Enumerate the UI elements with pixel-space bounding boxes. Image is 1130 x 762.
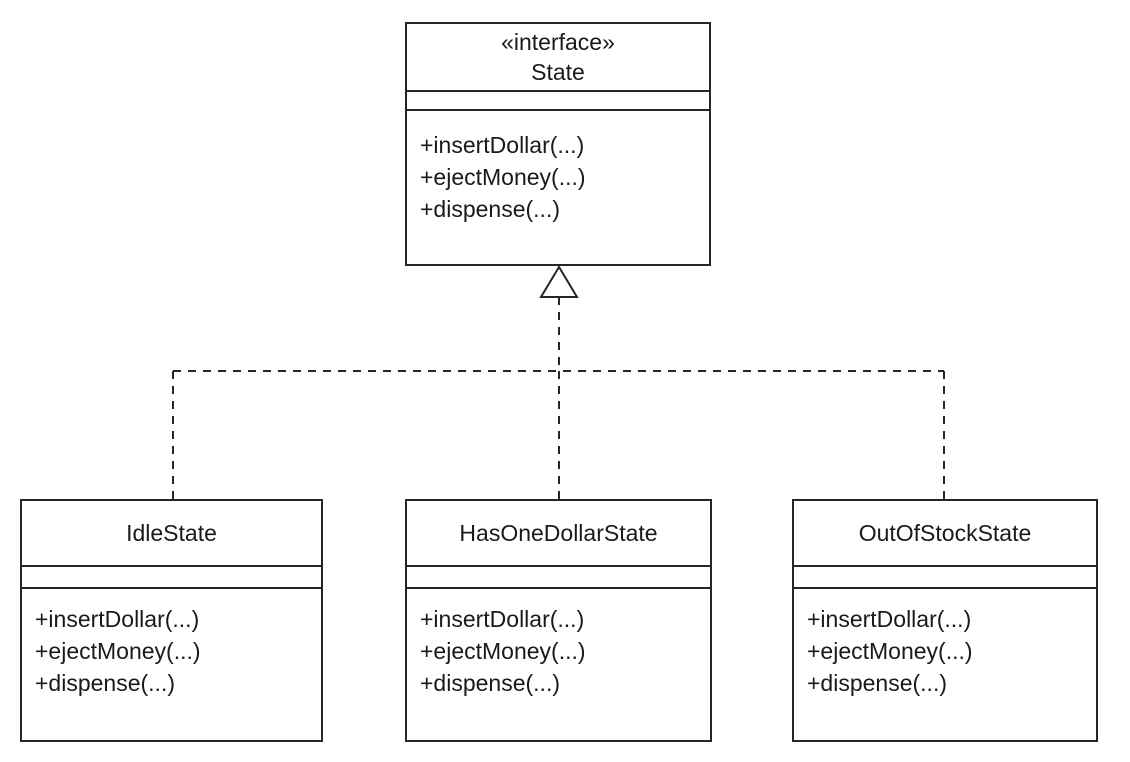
method-ejectmoney: +ejectMoney(...) <box>35 638 201 664</box>
class-title-compartment: HasOneDollarState <box>407 501 710 567</box>
uml-class-box-outofstockstate: OutOfStockState +insertDollar(...) +ejec… <box>792 499 1098 742</box>
method-ejectmoney: +ejectMoney(...) <box>807 638 973 664</box>
method-dispense: +dispense(...) <box>420 196 560 222</box>
method-dispense: +dispense(...) <box>807 670 947 696</box>
methods-compartment: +insertDollar(...) +ejectMoney(...) +dis… <box>22 589 321 740</box>
method-insertdollar: +insertDollar(...) <box>35 606 200 632</box>
class-name: OutOfStockState <box>858 520 1032 546</box>
method-insertdollar: +insertDollar(...) <box>420 606 585 632</box>
methods-compartment: +insertDollar(...) +ejectMoney(...) +dis… <box>794 589 1096 740</box>
attributes-compartment-empty <box>407 567 710 589</box>
attributes-compartment-empty <box>407 92 709 111</box>
class-title-compartment: OutOfStockState <box>794 501 1096 567</box>
method-insertdollar: +insertDollar(...) <box>807 606 972 632</box>
uml-class-box-hasonedollarstate: HasOneDollarState +insertDollar(...) +ej… <box>405 499 712 742</box>
method-dispense: +dispense(...) <box>35 670 175 696</box>
inheritance-triangle-icon <box>539 265 579 298</box>
uml-class-box-state: «interface» State +insertDollar(...) +ej… <box>405 22 711 266</box>
method-ejectmoney: +ejectMoney(...) <box>420 638 586 664</box>
class-name: IdleState <box>126 520 217 546</box>
methods-compartment: +insertDollar(...) +ejectMoney(...) +dis… <box>407 111 709 264</box>
uml-class-box-idlestate: IdleState +insertDollar(...) +ejectMoney… <box>20 499 323 742</box>
method-insertdollar: +insertDollar(...) <box>420 132 585 158</box>
class-name: HasOneDollarState <box>459 520 658 546</box>
class-title-compartment: «interface» State <box>407 24 709 92</box>
stereotype-label: «interface» <box>501 29 615 55</box>
class-name: State <box>531 59 585 85</box>
method-dispense: +dispense(...) <box>420 670 560 696</box>
methods-compartment: +insertDollar(...) +ejectMoney(...) +dis… <box>407 589 710 740</box>
attributes-compartment-empty <box>794 567 1096 589</box>
method-ejectmoney: +ejectMoney(...) <box>420 164 586 190</box>
class-title-compartment: IdleState <box>22 501 321 567</box>
attributes-compartment-empty <box>22 567 321 589</box>
